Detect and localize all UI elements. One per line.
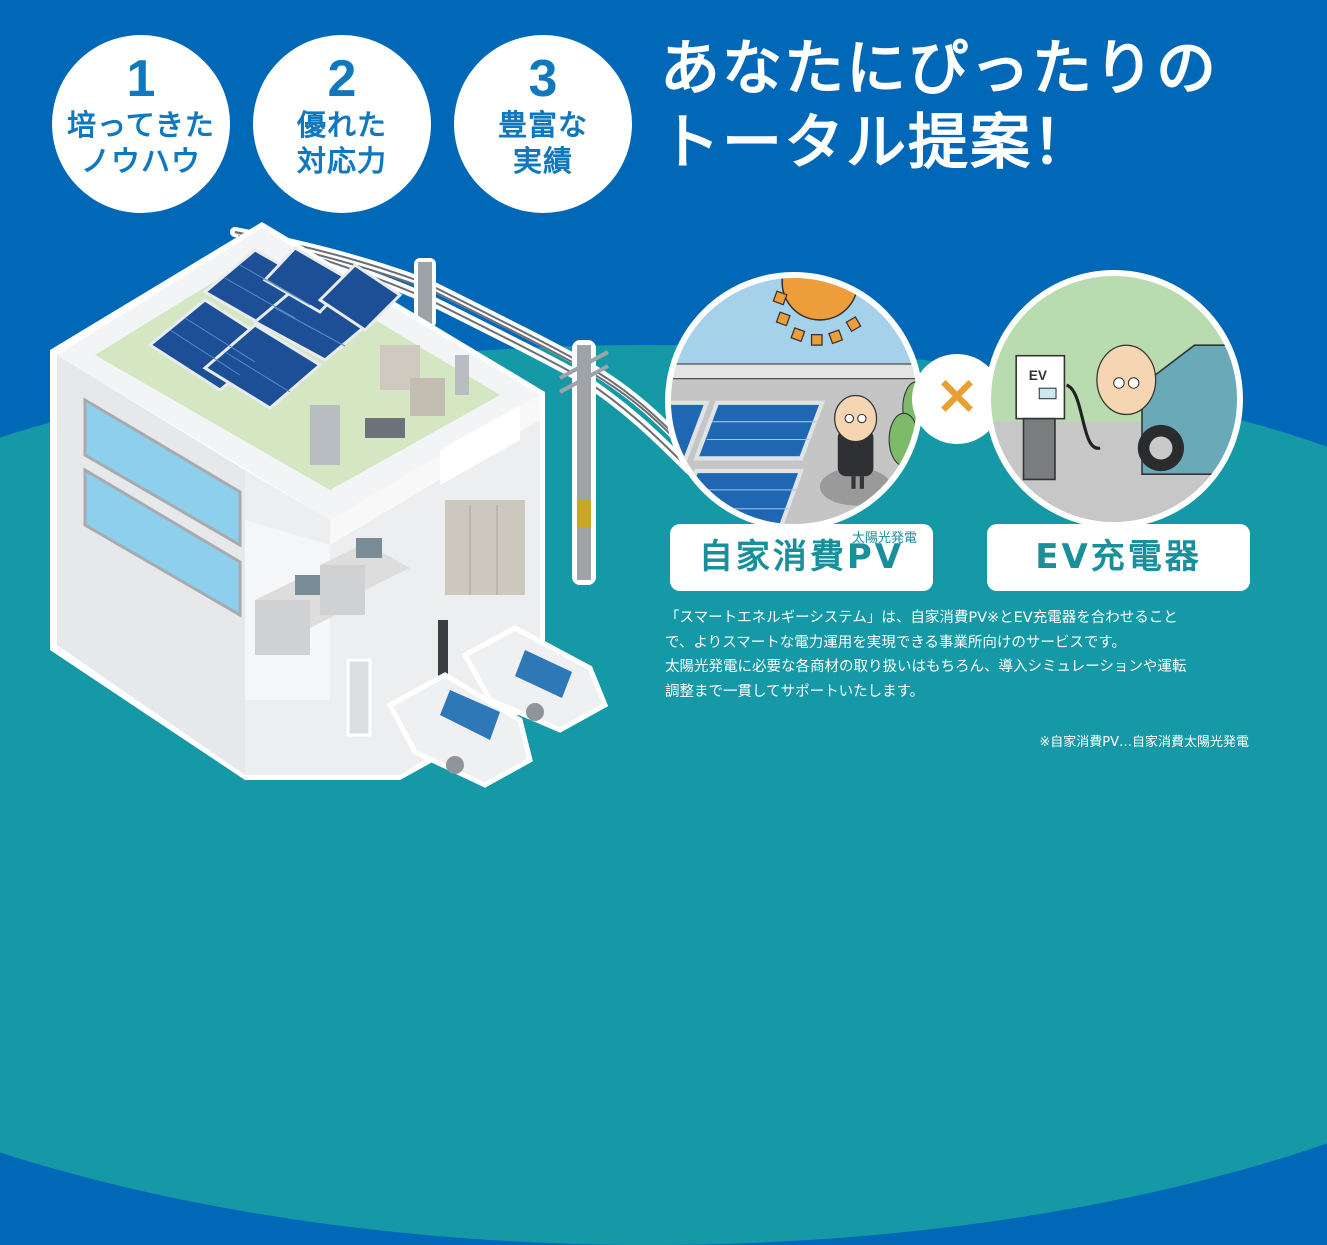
footnote: ※自家消費PV…自家消費太陽光発電 <box>1039 735 1249 750</box>
badge-line: 豊富な <box>497 108 588 142</box>
cross-icon: × <box>934 363 980 426</box>
badge-number: 1 <box>126 50 156 108</box>
badge-number: 3 <box>528 50 558 108</box>
headline-line-1: あなたにぴったりの <box>660 34 1218 104</box>
pv-label-main: 自家消費PV <box>698 537 905 577</box>
badge-line: ノウハウ <box>80 144 201 178</box>
badge-line: 優れた <box>296 108 387 142</box>
description-text: 「スマートエネルギーシステム」は、自家消費PV※とEV充電器を合わせること で、… <box>665 606 1265 704</box>
feature-badge-2: 2 優れた 対応力 <box>253 35 431 213</box>
pv-scene-illustration <box>665 272 923 530</box>
badge-number: 2 <box>327 50 357 108</box>
feature-badge-3: 3 豊富な 実績 <box>454 35 632 213</box>
ev-charger-with-mascot-icon: EV <box>991 344 1237 522</box>
solar-panels-with-mascot-icon <box>671 278 917 524</box>
ev-scene-illustration: EV <box>985 270 1243 528</box>
pv-label-ruby: 太陽光発電 <box>851 531 917 546</box>
badge-line: 対応力 <box>296 144 387 178</box>
description-line: 太陽光発電に必要な各商材の取り扱いはもちろん、導入シミュレーションや運転 <box>665 659 1187 675</box>
badge-line: 培ってきた <box>67 108 215 142</box>
ev-sign: EV <box>1029 368 1047 383</box>
description-line: 調整まで一貫してサポートいたします。 <box>665 683 925 700</box>
description-line: 「スマートエネルギーシステム」は、自家消費PV※とEV充電器を合わせること <box>665 610 1178 626</box>
pv-label-box: 太陽光発電 自家消費PV <box>670 524 933 591</box>
feature-badge-1: 1 培ってきた ノウハウ <box>52 35 230 213</box>
description-line: で、よりスマートな電力運用を実現できる事業所向けのサービスです。 <box>665 634 1126 651</box>
ev-label-box: EV充電器 <box>987 524 1250 591</box>
headline-line-2: トータル提案！ <box>660 108 1094 178</box>
ev-label-main: EV充電器 <box>1035 537 1202 577</box>
badge-line: 実績 <box>512 144 573 178</box>
office-building-with-rooftop-solar-icon <box>50 222 695 788</box>
headline: あなたにぴったりの トータル提案！ <box>660 32 1218 180</box>
